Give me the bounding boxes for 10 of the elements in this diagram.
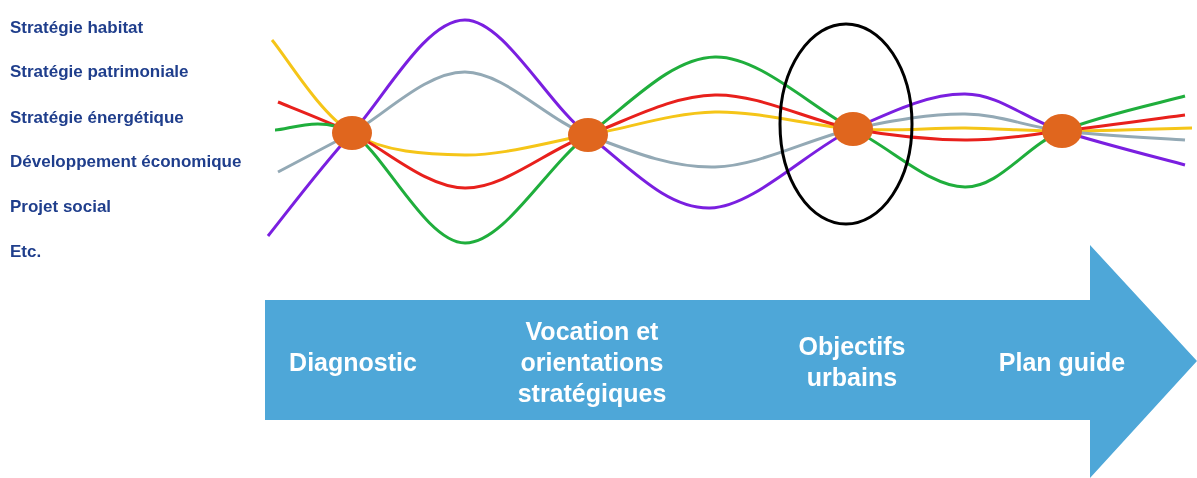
stage-label: Vocation et orientations stratégiques <box>516 315 668 409</box>
strategy-label: Stratégie patrimoniale <box>10 62 189 82</box>
strategy-label: Stratégie habitat <box>10 18 144 38</box>
stage-label: Objectifs urbains <box>797 331 907 393</box>
strategy-label: Stratégie énergétique <box>10 108 184 128</box>
strategy-label: Etc. <box>10 242 42 262</box>
stage-label: Plan guide <box>997 346 1127 378</box>
strategy-label: Développement économique <box>10 152 242 172</box>
stage-label: Diagnostic <box>288 346 418 378</box>
strategy-label: Projet social <box>10 197 112 217</box>
